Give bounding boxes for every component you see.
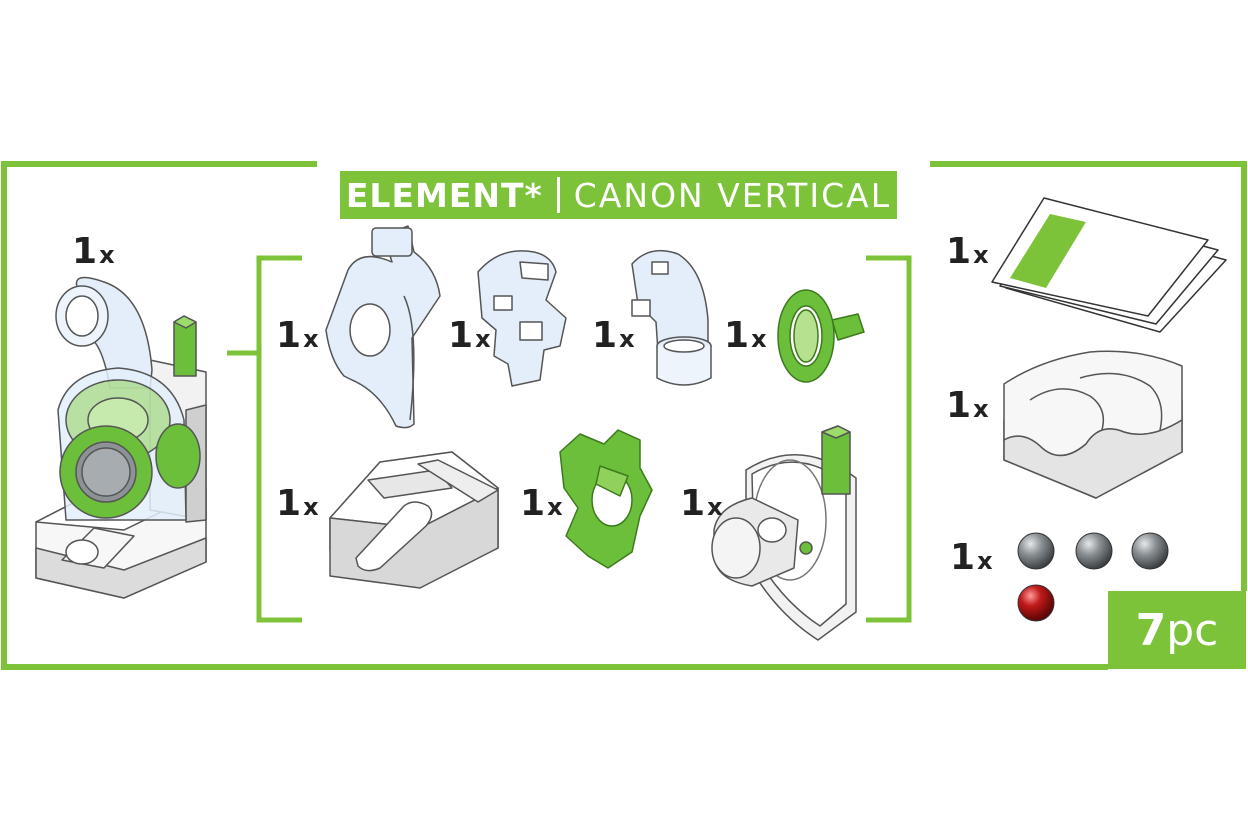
instruction-sheets-illustration xyxy=(991,197,1227,333)
qty-multiplier: x xyxy=(977,547,993,575)
steel-marble-icon xyxy=(1017,532,1055,570)
steel-marble-icon xyxy=(1075,532,1113,570)
green-ring-illustration xyxy=(777,289,865,383)
piece-count-number: 7 xyxy=(1135,604,1167,656)
qty-multiplier: x xyxy=(973,241,989,269)
qty-number: 1 xyxy=(520,483,546,524)
qty-marbles: 1x xyxy=(950,540,993,576)
terrain-tile-illustration xyxy=(1003,350,1183,499)
qty-multiplier: x xyxy=(547,493,563,521)
qty-hex-base: 1x xyxy=(276,486,319,522)
qty-multiplier: x xyxy=(751,325,767,353)
qty-clip-piece: 1x xyxy=(448,318,491,354)
clip-piece-illustration xyxy=(477,250,567,387)
qty-number: 1 xyxy=(680,483,706,524)
qty-number: 1 xyxy=(946,231,972,272)
qty-multiplier: x xyxy=(973,395,989,423)
piece-count-unit: pc xyxy=(1166,604,1219,656)
qty-green-wheel: 1x xyxy=(520,486,563,522)
qty-number: 1 xyxy=(72,231,98,272)
qty-multiplier: x xyxy=(99,241,115,269)
qty-multiplier: x xyxy=(619,325,635,353)
qty-multiplier: x xyxy=(303,325,319,353)
hex-base-illustration xyxy=(329,451,499,589)
shell-plate-illustration xyxy=(325,225,441,429)
title-divider xyxy=(556,177,560,213)
marbles-illustration xyxy=(1017,532,1169,622)
qty-cannon-base: 1x xyxy=(680,486,723,522)
qty-multiplier: x xyxy=(707,493,723,521)
qty-elbow-tube: 1x xyxy=(592,318,635,354)
title-banner: ELEMENT* CANON VERTICAL xyxy=(340,171,897,219)
qty-number: 1 xyxy=(946,385,972,426)
qty-green-ring: 1x xyxy=(724,318,767,354)
qty-number: 1 xyxy=(448,315,474,356)
qty-number: 1 xyxy=(276,315,302,356)
main-assembly-illustration xyxy=(35,276,207,599)
qty-shell-plate: 1x xyxy=(276,318,319,354)
title-product-name: CANON VERTICAL xyxy=(573,175,892,215)
qty-number: 1 xyxy=(724,315,750,356)
outer-frame xyxy=(1,161,1247,670)
elbow-tube-illustration xyxy=(631,249,712,386)
center-bracket xyxy=(227,255,912,623)
qty-multiplier: x xyxy=(303,493,319,521)
steel-marble-icon xyxy=(1131,532,1169,570)
qty-number: 1 xyxy=(276,483,302,524)
qty-number: 1 xyxy=(592,315,618,356)
qty-multiplier: x xyxy=(475,325,491,353)
qty-instruction-sheets: 1x xyxy=(946,234,989,270)
qty-terrain-tile: 1x xyxy=(946,388,989,424)
title-element-label: ELEMENT* xyxy=(345,175,543,215)
cannon-base-illustration xyxy=(711,425,857,641)
red-marble-icon xyxy=(1017,584,1055,622)
qty-number: 1 xyxy=(950,537,976,578)
green-wheel-illustration xyxy=(559,429,653,569)
qty-main-assembly: 1x xyxy=(72,234,115,270)
